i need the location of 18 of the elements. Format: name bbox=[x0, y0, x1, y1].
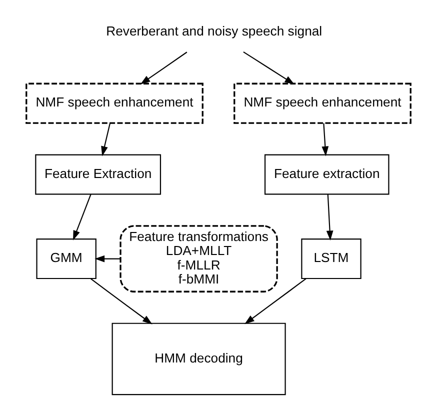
arrow bbox=[94, 255, 120, 262]
node-box: LSTM bbox=[301, 238, 362, 280]
arrow bbox=[101, 123, 111, 156]
arrow bbox=[90, 278, 152, 324]
arrow bbox=[322, 123, 329, 156]
arrow bbox=[140, 52, 188, 84]
node-box: HMM decoding bbox=[112, 322, 286, 396]
node-box: Feature transformations LDA+MLLT f-MLLR f-bMMI bbox=[120, 225, 278, 292]
arrow bbox=[73, 194, 92, 240]
node-text: Reverberant and noisy speech signal bbox=[106, 24, 322, 39]
node-box: NMF speech enhancement bbox=[26, 82, 204, 124]
node-box: NMF speech enhancement bbox=[234, 82, 412, 124]
node-box: GMM bbox=[36, 238, 96, 280]
node-box: Feature Extraction bbox=[35, 154, 162, 195]
arrow bbox=[243, 51, 295, 84]
node-box: Feature extraction bbox=[264, 154, 390, 195]
arrow bbox=[326, 194, 334, 240]
arrow bbox=[244, 278, 306, 324]
